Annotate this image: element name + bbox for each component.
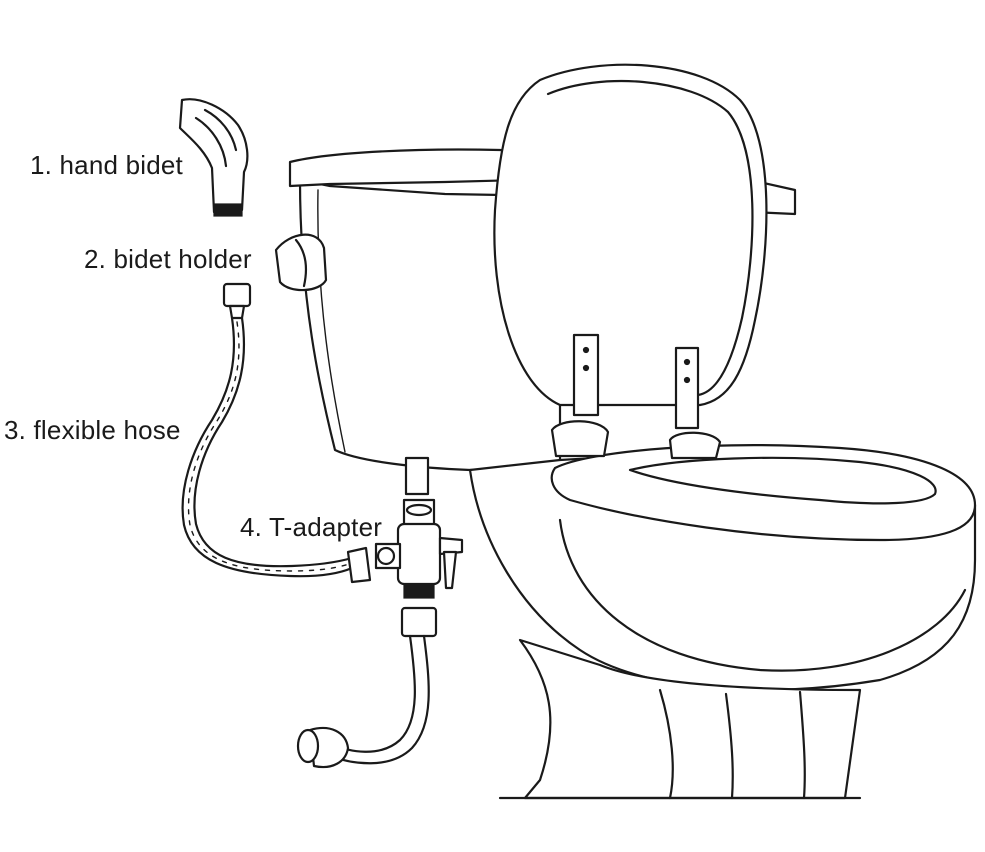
label-hand-bidet: 1. hand bidet — [30, 150, 183, 181]
toilet-tank-lid — [290, 150, 520, 187]
hand-bidet-sprayer — [180, 99, 247, 216]
label-t-adapter: 4. T-adapter — [240, 512, 382, 543]
bidet-holder — [276, 235, 326, 290]
hose-top-nut — [224, 284, 250, 306]
hose-bottom-nut — [348, 548, 370, 582]
label-flexible-hose: 3. flexible hose — [4, 415, 181, 446]
label-bidet-holder: 2. bidet holder — [84, 244, 252, 275]
sprayer-thread — [214, 204, 242, 216]
t-adapter-valve-lever — [444, 552, 456, 588]
tank-supply-pipe — [406, 458, 428, 494]
toilet — [290, 65, 975, 798]
t-adapter-bottom-thread — [404, 584, 434, 598]
toilet-lid — [494, 65, 766, 405]
t-adapter — [376, 500, 462, 598]
supply-hose-nut — [402, 608, 436, 636]
t-adapter-body — [398, 524, 440, 584]
supply-hose — [298, 608, 436, 767]
